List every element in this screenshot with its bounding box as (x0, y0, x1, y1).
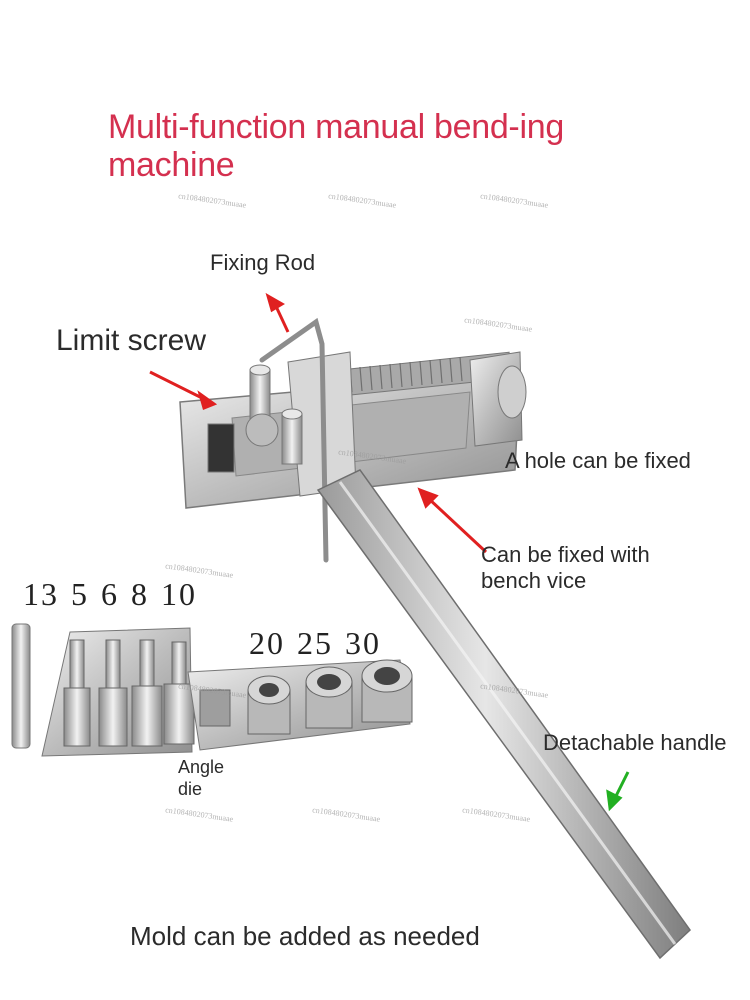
label-fixing-rod: Fixing Rod (210, 250, 316, 275)
arrow-limit-screw (149, 370, 207, 402)
label-limit-screw: Limit screw (56, 324, 207, 357)
die-ring-30 (361, 659, 413, 723)
label-bench-vice-line1: Can be fixed with (481, 542, 650, 567)
die-sizes-large: 20 25 30 (249, 625, 393, 662)
fixing-rod (259, 317, 329, 563)
pin-right (281, 413, 303, 465)
die-size-label: 30 (345, 625, 381, 661)
die-size-label: 25 (297, 625, 333, 661)
die-size-label: 10 (161, 576, 197, 612)
label-bench-vice-line2: bench vice (481, 568, 587, 593)
label-hole-fixed: A hole can be fixed (505, 448, 691, 473)
label-detachable-handle: Detachable handle (543, 730, 727, 755)
die-ring-25 (305, 666, 353, 729)
label-angle-line1: Angle (178, 757, 225, 777)
arrow-bench-vice (426, 496, 488, 554)
die-ring-20 (247, 675, 291, 735)
label-mold-added: Mold can be added as needed (130, 921, 480, 951)
die-size-label: 5 (71, 576, 89, 612)
label-angle-die: Angle die (178, 756, 238, 800)
screw-knob (497, 365, 527, 419)
die-size-label: 13 (23, 576, 59, 612)
die-plate-large (187, 659, 411, 751)
arrow-handle (606, 771, 630, 812)
die-size-label: 6 (101, 576, 119, 612)
die-size-label: 20 (249, 625, 285, 661)
base-window (207, 423, 235, 473)
label-bench-vice: Can be fixed with bench vice (481, 542, 711, 594)
roller (245, 413, 279, 447)
angle-die (199, 689, 231, 727)
page-title: Multi-function manual bend-ing machine (108, 108, 564, 184)
label-angle-line2: die (178, 779, 203, 799)
die-rod-13 (11, 623, 31, 749)
annotation-arrows (149, 292, 488, 554)
die-size-label: 8 (131, 576, 149, 612)
